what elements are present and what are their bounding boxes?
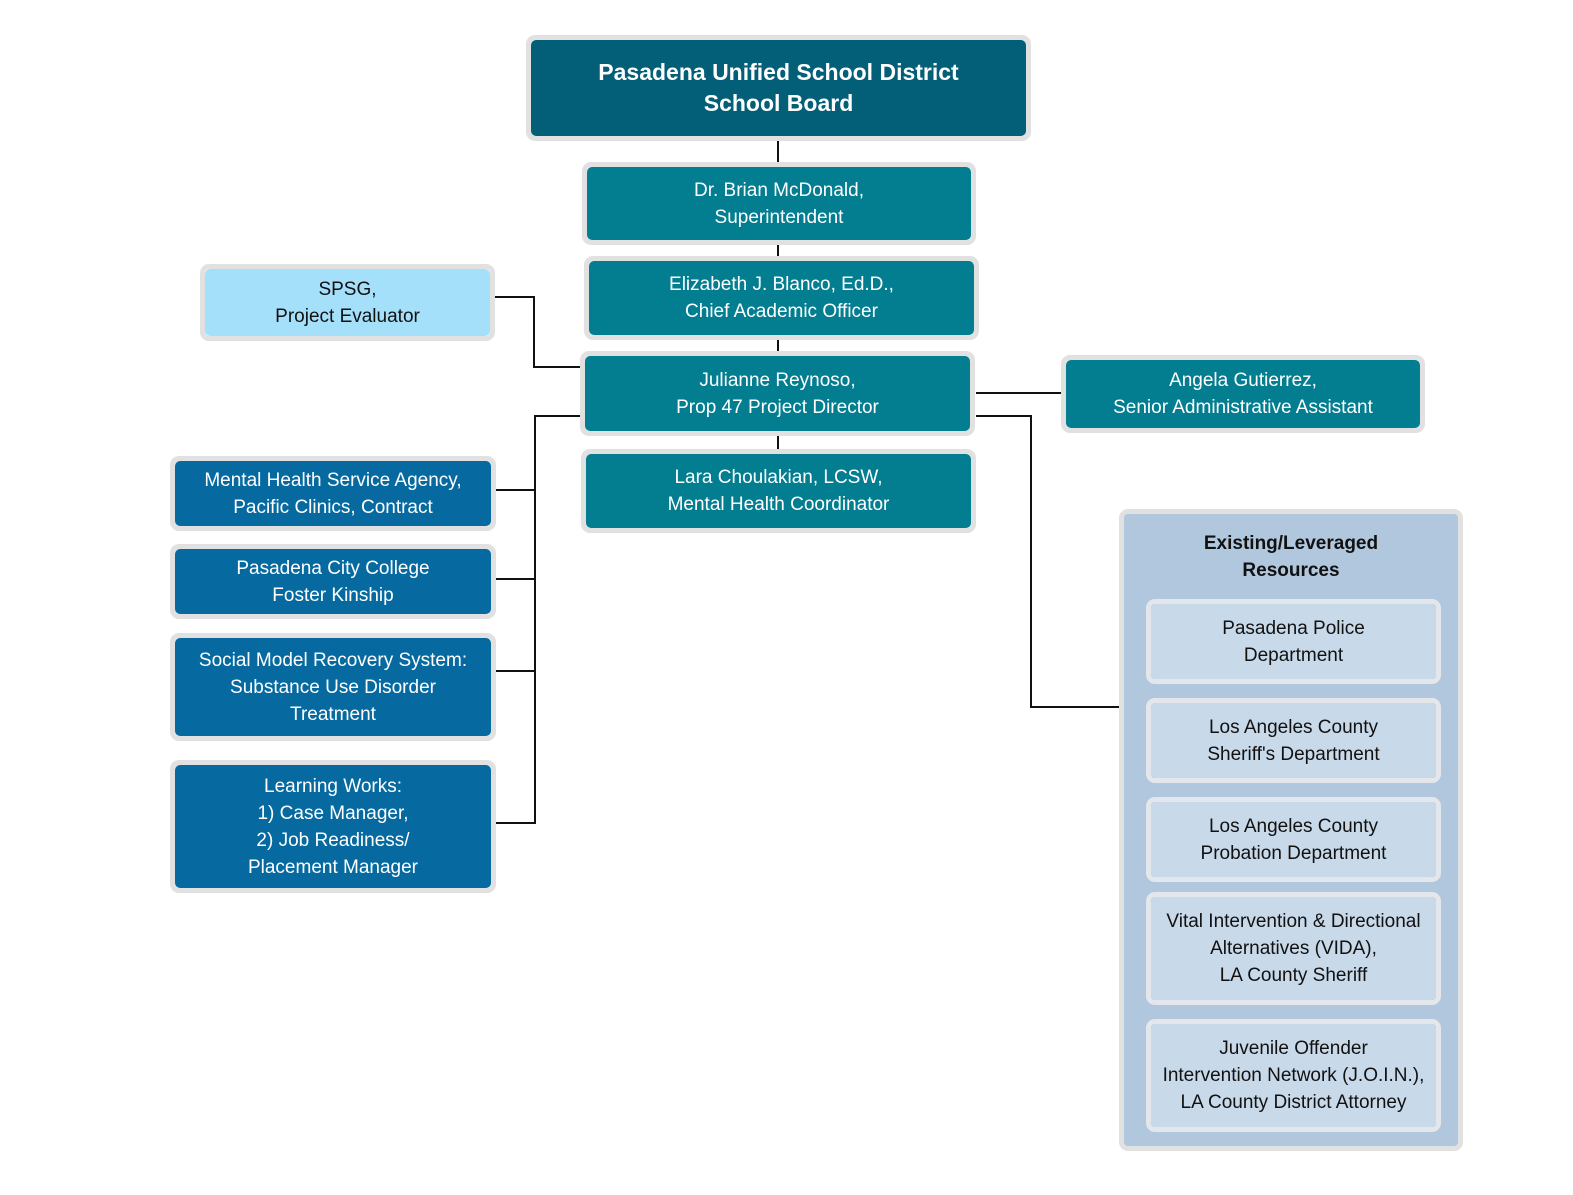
- connector-partner-2: [495, 578, 536, 580]
- connector-partners-trunk-v: [534, 415, 536, 824]
- project-director-box: Julianne Reynoso, Prop 47 Project Direct…: [580, 351, 975, 436]
- coordinator-title: Mental Health Coordinator: [667, 494, 890, 515]
- connector-director-coordinator: [777, 435, 779, 450]
- evaluator-name: SPSG,: [318, 278, 377, 300]
- partner-line: 2) Job Readiness/: [256, 829, 410, 851]
- resources-title: Existing/Leveraged Resources: [1124, 530, 1458, 584]
- resource-line: Los Angeles County: [1208, 716, 1378, 738]
- connector-resources-v: [1030, 415, 1032, 708]
- school-board-name: Pasadena Unified School District: [598, 59, 959, 85]
- cao-title: Chief Academic Officer: [685, 301, 878, 322]
- resource-item-vida: Vital Intervention & Directional Alterna…: [1146, 892, 1441, 1005]
- partner-line: Learning Works:: [264, 775, 402, 797]
- resource-line: Sheriff's Department: [1207, 743, 1380, 765]
- superintendent-name: Dr. Brian McDonald,: [693, 179, 864, 201]
- connector-partner-3: [495, 670, 536, 672]
- resource-line: Alternatives (VIDA),: [1210, 938, 1377, 959]
- connector-assistant: [976, 392, 1062, 394]
- resource-line: Juvenile Offender: [1219, 1038, 1368, 1059]
- partner-line: 1) Case Manager,: [257, 802, 409, 824]
- evaluator-title: Project Evaluator: [275, 305, 420, 327]
- assistant-title: Senior Administrative Assistant: [1113, 397, 1373, 418]
- resources-title-line: Resources: [1242, 560, 1340, 581]
- partner-line: Placement Manager: [247, 856, 419, 878]
- assistant-name: Angela Gutierrez,: [1169, 370, 1317, 391]
- connector-evaluator-h1: [495, 296, 534, 298]
- chief-academic-officer-box: Elizabeth J. Blanco, Ed.D., Chief Academ…: [584, 256, 979, 340]
- connector-cao-director: [777, 339, 779, 352]
- resource-item-police: Pasadena Police Department: [1146, 599, 1441, 684]
- cao-name: Elizabeth J. Blanco, Ed.D.,: [669, 274, 894, 295]
- connector-superintendent-cao: [777, 244, 779, 257]
- coordinator-name: Lara Choulakian, LCSW,: [674, 467, 883, 488]
- resource-item-join: Juvenile Offender Intervention Network (…: [1146, 1019, 1441, 1132]
- partner-line: Substance Use Disorder: [230, 676, 436, 698]
- connector-partner-1: [495, 489, 536, 491]
- director-title: Prop 47 Project Director: [676, 396, 879, 418]
- resource-line: Pasadena Police: [1222, 617, 1365, 639]
- admin-assistant-box: Angela Gutierrez, Senior Administrative …: [1061, 355, 1425, 433]
- partner-line: Pacific Clinics, Contract: [233, 496, 433, 518]
- resource-line: Probation Department: [1200, 842, 1387, 864]
- resource-item-probation: Los Angeles County Probation Department: [1146, 797, 1441, 882]
- partner-line: Treatment: [290, 703, 376, 725]
- partner-line: Mental Health Service Agency,: [204, 469, 462, 491]
- resource-line: LA County District Attorney: [1180, 1092, 1407, 1113]
- connector-partners-trunk-h: [534, 415, 581, 417]
- partner-line: Pasadena City College: [236, 557, 430, 579]
- connector-evaluator-h2: [533, 366, 581, 368]
- partner-line: Social Model Recovery System:: [198, 649, 468, 671]
- resource-line: Department: [1243, 644, 1344, 666]
- superintendent-title: Superintendent: [714, 206, 844, 228]
- resource-line: Vital Intervention & Directional: [1166, 911, 1421, 932]
- resource-line: Los Angeles County: [1208, 815, 1378, 837]
- partner-box-mental-health: Mental Health Service Agency, Pacific Cl…: [170, 456, 496, 531]
- partner-line: Foster Kinship: [272, 584, 394, 606]
- school-board-subtitle: School Board: [703, 90, 854, 116]
- mental-health-coordinator-box: Lara Choulakian, LCSW, Mental Health Coo…: [581, 449, 976, 533]
- partner-box-learning-works: Learning Works: 1) Case Manager, 2) Job …: [170, 760, 496, 893]
- resource-line: LA County Sheriff: [1219, 965, 1368, 986]
- connector-evaluator-v: [533, 296, 535, 368]
- resource-item-sheriff: Los Angeles County Sheriff's Department: [1146, 698, 1441, 783]
- resources-title-line: Existing/Leveraged: [1203, 533, 1379, 554]
- school-board-box: Pasadena Unified School District School …: [526, 35, 1031, 141]
- partner-box-recovery-system: Social Model Recovery System: Substance …: [170, 633, 496, 741]
- resource-line: Intervention Network (J.O.I.N.),: [1162, 1065, 1425, 1086]
- project-evaluator-box: SPSG, Project Evaluator: [200, 264, 495, 341]
- connector-resources-h1: [976, 415, 1031, 417]
- partner-box-city-college: Pasadena City College Foster Kinship: [170, 544, 496, 619]
- connector-partner-4: [495, 822, 536, 824]
- director-name: Julianne Reynoso,: [699, 369, 856, 391]
- connector-board-superintendent: [777, 141, 779, 163]
- connector-resources-h2: [1030, 706, 1119, 708]
- superintendent-box: Dr. Brian McDonald, Superintendent: [582, 162, 976, 245]
